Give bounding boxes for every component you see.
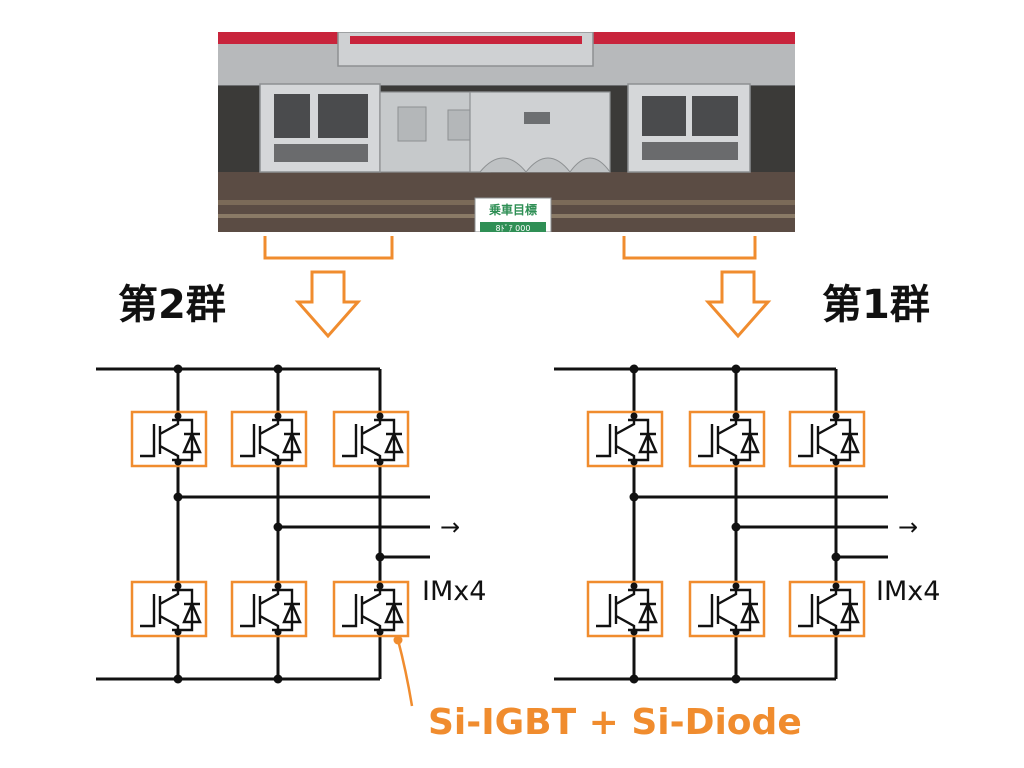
- platform-sign-text: 乗車目標: [489, 202, 537, 217]
- group-2-label: 第2群: [118, 282, 226, 328]
- motor-label-left: IMx4: [422, 576, 486, 607]
- device-note: Si-IGBT + Si-Diode: [428, 702, 802, 743]
- switch-module: [688, 580, 766, 638]
- down-arrow-right: [704, 270, 772, 339]
- switch-module: [332, 410, 410, 468]
- callout-dot: [393, 635, 403, 645]
- switch-module: [130, 580, 208, 638]
- motor-label-right: IMx4: [876, 576, 940, 607]
- switch-module: [788, 410, 866, 468]
- switch-module-highlighted: [332, 580, 410, 638]
- inverter-box: [379, 91, 611, 173]
- right-cooling-unit: [627, 83, 751, 173]
- switch-module: [130, 410, 208, 468]
- train-underfloor-photo: 乗車目標 8ﾄﾞｱ 000: [218, 32, 795, 232]
- switch-module: [586, 410, 664, 468]
- down-arrow-left: [294, 270, 362, 339]
- callout-leader: [396, 639, 414, 707]
- inverter-group-1: → IMx4: [554, 364, 940, 684]
- bracket-right: [622, 236, 757, 260]
- bracket-left: [263, 236, 394, 260]
- switch-module: [586, 580, 664, 638]
- output-arrow-left: →: [440, 513, 460, 541]
- inverter-group-2: → IMx4: [96, 364, 486, 684]
- left-cooling-unit: [259, 83, 381, 173]
- switch-module: [230, 410, 308, 468]
- platform-sign: 乗車目標 8ﾄﾞｱ 000: [474, 197, 552, 232]
- output-arrow-right: →: [898, 513, 918, 541]
- switch-module: [688, 410, 766, 468]
- group-1-label: 第1群: [822, 282, 930, 328]
- switch-module: [230, 580, 308, 638]
- platform-sign-subtext: 8ﾄﾞｱ 000: [496, 224, 531, 232]
- switch-module: [788, 580, 866, 638]
